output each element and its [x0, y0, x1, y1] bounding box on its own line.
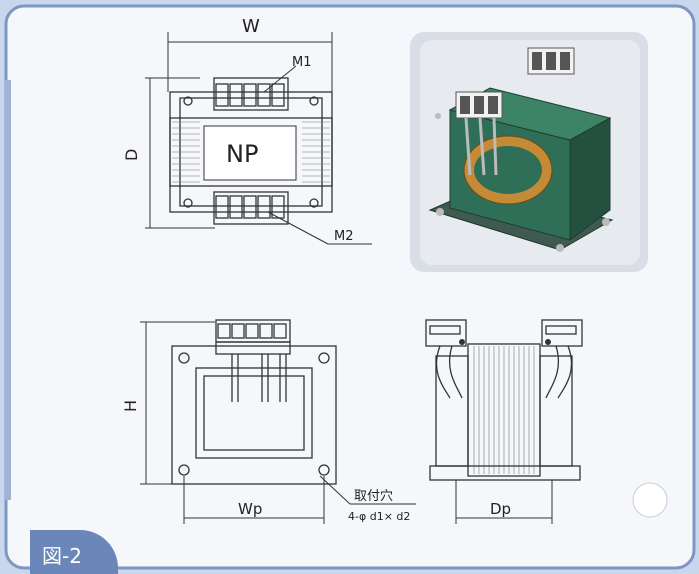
- m1-leader: [263, 65, 297, 93]
- side-base: [429, 465, 581, 481]
- side-view: Dp: [425, 319, 583, 524]
- d-label: D: [122, 149, 141, 161]
- page-marker-circle: [632, 482, 668, 518]
- front-window: [195, 367, 313, 459]
- front-window-inner: [203, 375, 305, 451]
- top-view: W D NP M1: [122, 16, 372, 245]
- mounting-hole-label: 取付穴: [354, 489, 393, 504]
- side-screw-left: [459, 339, 465, 345]
- top-hole-tl: [183, 96, 193, 106]
- figure-tag: 図-2: [30, 530, 118, 574]
- w-label: W: [242, 16, 260, 37]
- nameplate: [203, 125, 297, 181]
- side-lead-right: [545, 345, 573, 399]
- front-frame: [171, 345, 337, 485]
- front-hole-tr: [318, 352, 330, 364]
- h-label: H: [121, 400, 140, 412]
- side-coil: [467, 343, 541, 477]
- hole-spec-label: 4-φ d1× d2: [348, 510, 410, 523]
- terminal-block-m1: [213, 77, 289, 111]
- front-terminal-block: [215, 319, 291, 402]
- np-label: NP: [226, 140, 258, 168]
- front-view: H Wp 取付穴 4-φ d1× d2: [121, 319, 416, 524]
- coil-band: [169, 117, 333, 187]
- side-terminal-right: [541, 319, 583, 347]
- top-hole-br: [309, 198, 319, 208]
- m2-leader: [267, 211, 329, 245]
- front-hole-bl: [178, 464, 190, 476]
- terminal-block-m2: [213, 191, 289, 225]
- top-hole-tr: [309, 96, 319, 106]
- front-hole-tl: [178, 352, 190, 364]
- m1-label: M1: [292, 55, 312, 70]
- hole-leader: [319, 475, 351, 505]
- dp-label: Dp: [490, 500, 511, 518]
- figure-label: 図-2: [42, 544, 82, 568]
- side-lead-left: [435, 345, 463, 399]
- side-terminal-left: [425, 319, 467, 347]
- side-screw-right: [545, 339, 551, 345]
- transformer-photo: [410, 32, 648, 272]
- wp-label: Wp: [238, 500, 262, 518]
- m2-label: M2: [334, 229, 354, 244]
- front-hole-br: [318, 464, 330, 476]
- top-hole-bl: [183, 198, 193, 208]
